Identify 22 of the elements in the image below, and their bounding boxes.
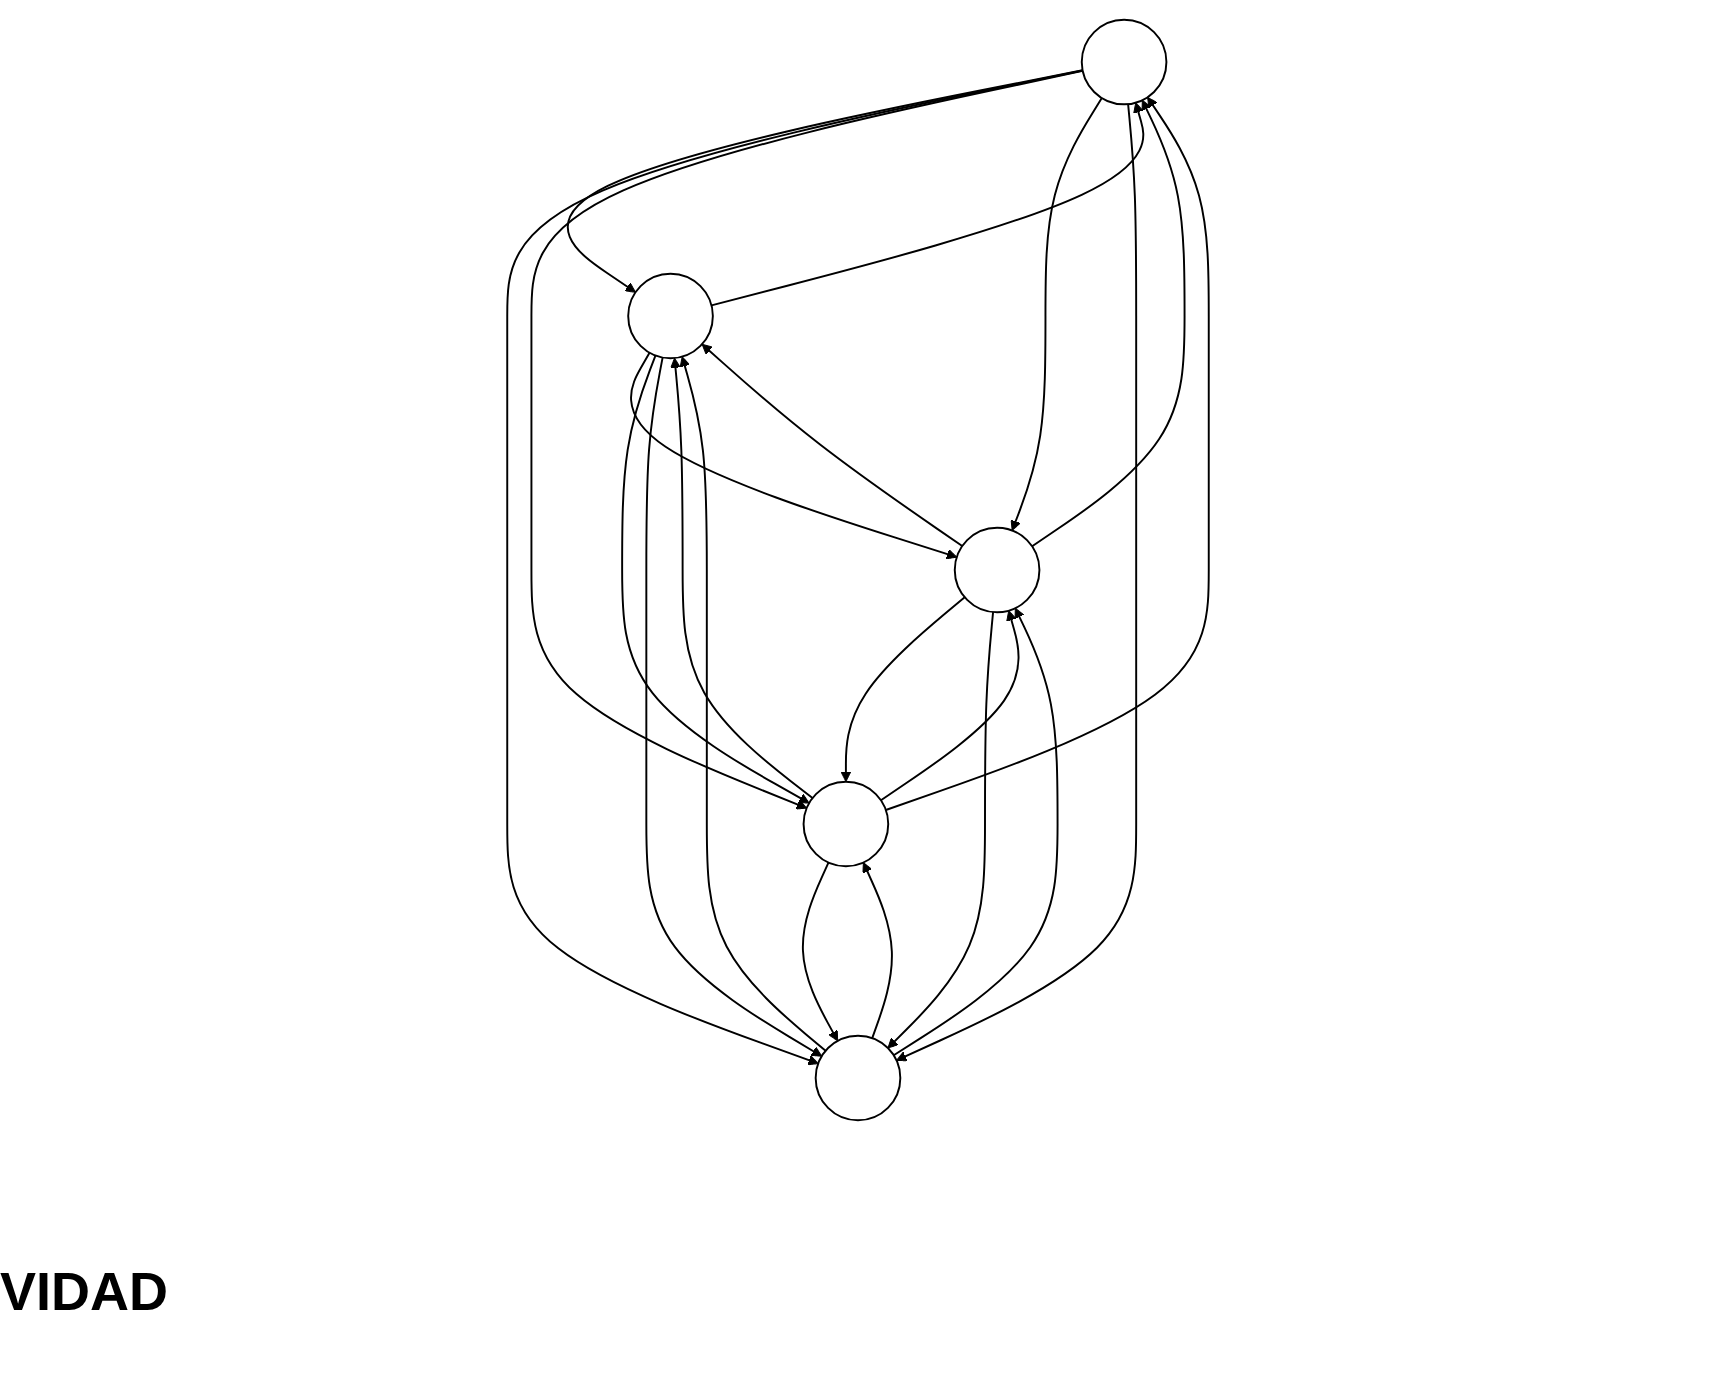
heading-text: VIDAD: [0, 1262, 168, 1322]
arrow: [896, 103, 1138, 1062]
circle: [814, 1034, 902, 1122]
circle: [1080, 18, 1168, 106]
circle: [953, 526, 1041, 614]
arrow: [679, 356, 827, 1052]
arrow: [621, 354, 810, 804]
arrow: [701, 343, 964, 547]
arrow: [862, 862, 893, 1040]
arrow: [801, 861, 839, 1042]
circle: [627, 272, 714, 360]
arrow: [630, 351, 958, 560]
arrow: [880, 610, 1020, 802]
arrow: [1031, 99, 1186, 548]
arrow: [645, 356, 823, 1057]
circle: [802, 780, 890, 868]
arrow: [530, 69, 1084, 810]
arrow: [892, 607, 1059, 1057]
arrow: [1010, 97, 1103, 531]
arrow: [887, 611, 995, 1049]
arrow: [670, 357, 814, 799]
arrow: [840, 596, 966, 783]
